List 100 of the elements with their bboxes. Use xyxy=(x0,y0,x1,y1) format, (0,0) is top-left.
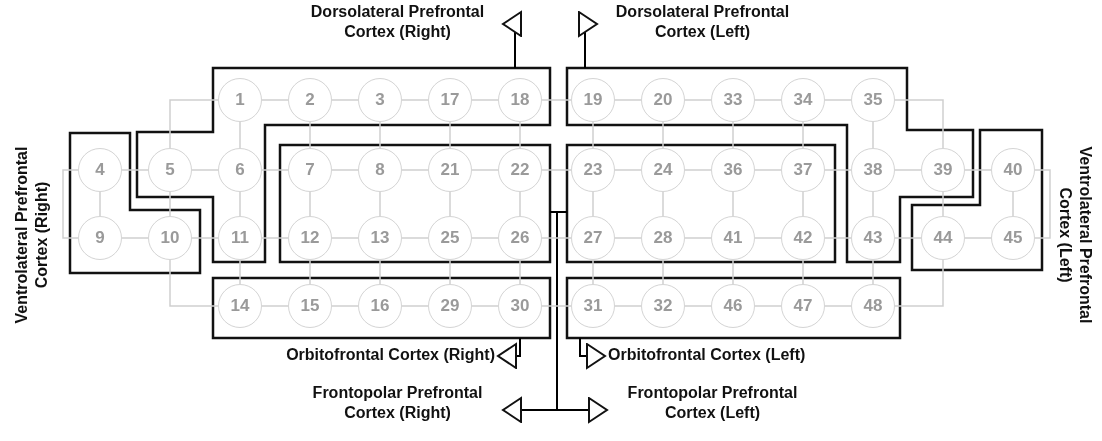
grid-line xyxy=(449,259,451,285)
grid-line xyxy=(401,237,429,239)
grid-line xyxy=(684,169,712,171)
grid-line xyxy=(401,169,429,171)
grid-line xyxy=(964,169,992,171)
arrow xyxy=(579,337,606,369)
channel-circle: 21 xyxy=(428,148,472,192)
channel-circle: 39 xyxy=(921,148,965,192)
grid-line xyxy=(401,305,429,307)
grid-line xyxy=(331,99,359,101)
channel-circle: 47 xyxy=(781,284,825,328)
grid-line xyxy=(894,99,944,149)
channel-circle: 18 xyxy=(498,78,542,122)
channel-circle: 46 xyxy=(711,284,755,328)
grid-line xyxy=(541,169,572,171)
channel-circle: 48 xyxy=(851,284,895,328)
channel-circle: 27 xyxy=(571,216,615,260)
grid-line xyxy=(169,259,219,307)
channel-circle: 4 xyxy=(78,148,122,192)
grid-line xyxy=(614,237,642,239)
channel-circle: 29 xyxy=(428,284,472,328)
channel-circle: 41 xyxy=(711,216,755,260)
grid-line xyxy=(62,169,79,239)
arrow xyxy=(502,11,522,69)
channel-circle: 15 xyxy=(288,284,332,328)
grid-line xyxy=(379,121,381,149)
grid-line xyxy=(169,191,171,217)
grid-line xyxy=(121,237,149,239)
grid-line xyxy=(379,191,381,217)
grid-line xyxy=(732,191,734,217)
region-label: Dorsolateral Prefrontal Cortex (Left) xyxy=(600,2,805,42)
region-label: Ventrolateral Prefrontal Cortex (Right) xyxy=(12,145,51,326)
channel-circle: 3 xyxy=(358,78,402,122)
grid-line xyxy=(754,99,782,101)
grid-line xyxy=(964,237,992,239)
grid-line xyxy=(684,237,712,239)
grid-line xyxy=(872,259,874,285)
grid-line xyxy=(894,259,944,307)
region-label: Ventrolateral Prefrontal Cortex (Left) xyxy=(1056,145,1095,326)
grid-line xyxy=(824,169,852,171)
grid-line xyxy=(239,191,241,217)
channel-circle: 7 xyxy=(288,148,332,192)
grid-line xyxy=(261,305,289,307)
channel-circle: 36 xyxy=(711,148,755,192)
grid-line xyxy=(802,259,804,285)
channel-circle: 14 xyxy=(218,284,262,328)
channel-circle: 32 xyxy=(641,284,685,328)
channel-circle: 5 xyxy=(148,148,192,192)
grid-line xyxy=(894,169,922,171)
grid-line xyxy=(684,99,712,101)
grid-line xyxy=(662,191,664,217)
grid-line xyxy=(592,121,594,149)
channel-circle: 9 xyxy=(78,216,122,260)
grid-line xyxy=(541,237,572,239)
region-label: Orbitofrontal Cortex (Left) xyxy=(608,345,898,365)
region-label: Frontopolar Prefrontal Cortex (Left) xyxy=(610,383,815,423)
grid-line xyxy=(754,237,782,239)
channel-circle: 30 xyxy=(498,284,542,328)
arrow xyxy=(556,211,608,423)
grid-line xyxy=(662,121,664,149)
grid-line xyxy=(471,237,499,239)
grid-line xyxy=(824,99,852,101)
arrow xyxy=(502,211,558,423)
channel-circle: 31 xyxy=(571,284,615,328)
channel-circle: 22 xyxy=(498,148,542,192)
channel-circle: 28 xyxy=(641,216,685,260)
grid-line xyxy=(732,259,734,285)
grid-line xyxy=(541,305,572,307)
grid-line xyxy=(732,121,734,149)
channel-circle: 2 xyxy=(288,78,332,122)
grid-line xyxy=(592,191,594,217)
grid-line xyxy=(401,99,429,101)
grid-line xyxy=(519,259,521,285)
grid-line xyxy=(894,237,922,239)
channel-circle: 45 xyxy=(991,216,1035,260)
channel-circle: 13 xyxy=(358,216,402,260)
grid-line xyxy=(449,191,451,217)
grid-line xyxy=(449,121,451,149)
channel-circle: 34 xyxy=(781,78,825,122)
grid-line xyxy=(662,259,664,285)
grid-line xyxy=(261,169,289,171)
grid-line xyxy=(824,305,852,307)
grid-line xyxy=(309,191,311,217)
grid-line xyxy=(802,191,804,217)
grid-line xyxy=(331,169,359,171)
grid-line xyxy=(1012,191,1014,217)
region-label: Orbitofrontal Cortex (Right) xyxy=(195,345,495,365)
channel-circle: 40 xyxy=(991,148,1035,192)
channel-circle: 10 xyxy=(148,216,192,260)
grid-line xyxy=(239,121,241,149)
grid-line xyxy=(191,169,219,171)
grid-line xyxy=(614,169,642,171)
region-label: Dorsolateral Prefrontal Cortex (Right) xyxy=(295,2,500,42)
grid-line xyxy=(614,305,642,307)
channel-circle: 8 xyxy=(358,148,402,192)
grid-line xyxy=(942,191,944,217)
grid-line xyxy=(121,169,149,171)
channel-circle: 25 xyxy=(428,216,472,260)
channel-circle: 43 xyxy=(851,216,895,260)
grid-line xyxy=(1034,169,1051,239)
